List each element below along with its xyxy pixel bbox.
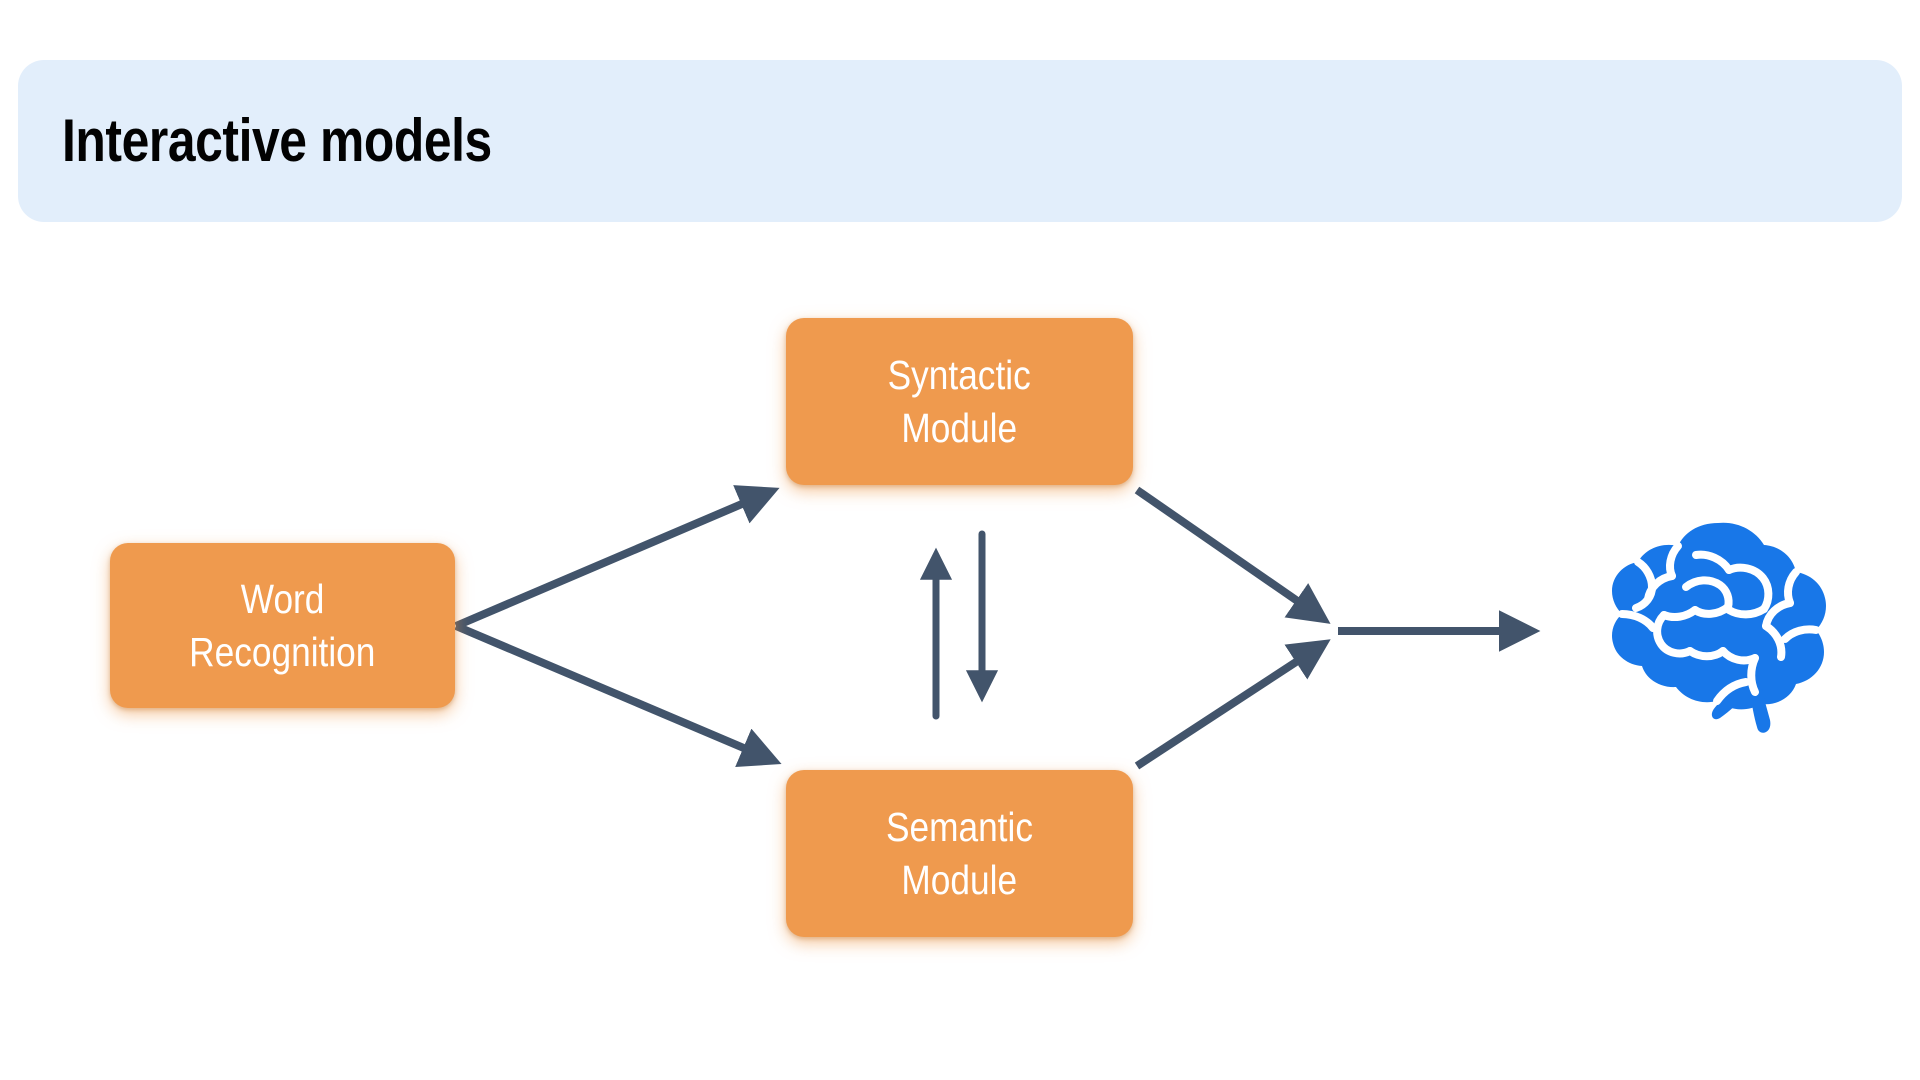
edge-word-to-syntactic [454,485,780,630]
node-semantic-module-label-line2: Module [901,856,1018,903]
node-word-recognition-label-line2: Recognition [189,628,376,675]
node-word-recognition-label-line1: Word [240,576,325,623]
brain-icon [1600,515,1850,735]
edge-syntactic-to-merge [1134,486,1331,624]
node-syntactic-module-label-line2: Module [901,404,1018,451]
edge-word-to-semantic [454,622,782,767]
title-banner: Interactive models [18,60,1902,222]
page-title: Interactive models [62,111,580,171]
node-syntactic-module[interactable]: Syntactic Module [786,318,1133,485]
page-title-text: Interactive models [62,107,492,174]
node-semantic-module-label-line1: Semantic [885,804,1033,851]
edge-semantic-to-merge [1134,639,1331,770]
node-syntactic-module-label-line1: Syntactic [887,352,1032,399]
node-word-recognition[interactable]: Word Recognition [110,543,455,708]
node-semantic-module[interactable]: Semantic Module [786,770,1133,937]
